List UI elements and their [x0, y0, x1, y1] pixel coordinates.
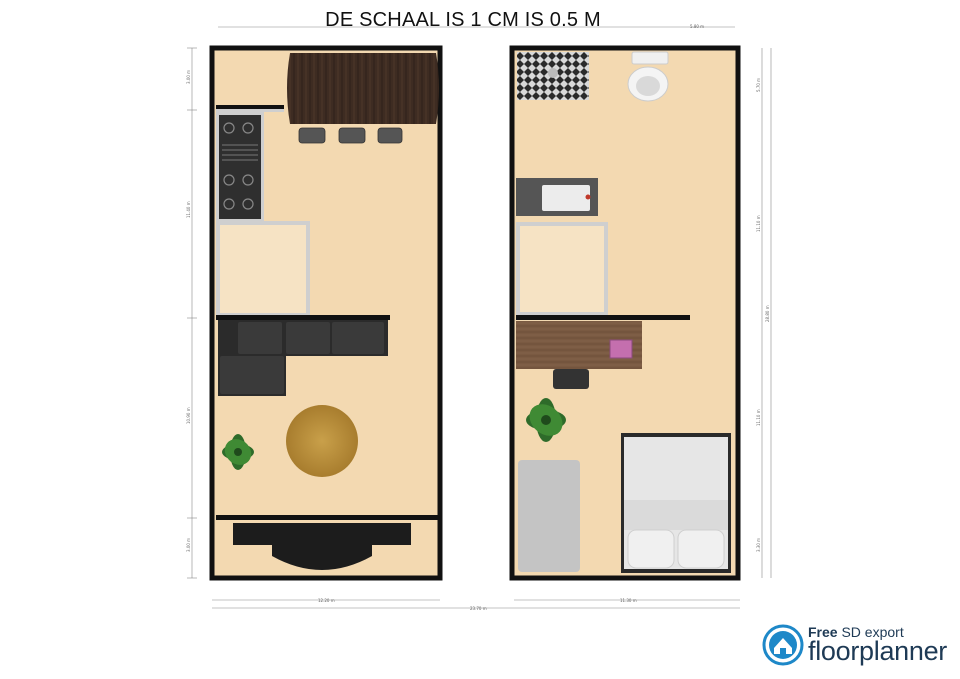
- dim-left-v4: 3.00 m: [186, 538, 191, 552]
- plant-left: [222, 434, 254, 470]
- dim-top-right: 5.80 m: [690, 24, 704, 29]
- logo-export: SD export: [837, 624, 904, 640]
- right-outer-wall: [509, 45, 741, 581]
- left-bottom-wall: [216, 515, 438, 520]
- left-unit: [209, 45, 443, 581]
- left-mid-wall: [216, 315, 390, 320]
- right-unit: [509, 45, 741, 581]
- dim-left-width: 12.20 m: [318, 598, 335, 603]
- toilet: [627, 51, 669, 102]
- burners: [223, 122, 254, 210]
- left-counter-box: [216, 221, 310, 317]
- dim-left-v3: 10.90 m: [186, 407, 191, 424]
- floorplanner-logo-icon: [762, 624, 804, 666]
- logo-free: Free: [808, 624, 838, 640]
- right-storage-box: [516, 222, 608, 316]
- dim-left-v1: 3.00 m: [186, 70, 191, 84]
- bathroom-sink: [542, 185, 590, 211]
- dim-right-v1: 5.70 m: [756, 78, 761, 92]
- logo-wordmark: floorplanner: [808, 636, 947, 666]
- dim-left-v2: 11.40 m: [186, 201, 191, 218]
- page-title: DE SCHAAL IS 1 CM IS 0.5 M: [325, 9, 601, 31]
- plant-right: [526, 398, 566, 442]
- dimension-lines: [187, 26, 772, 609]
- tv-stand: [272, 545, 372, 570]
- dim-right-v3: 11.10 m: [756, 409, 761, 426]
- sofa: [218, 320, 388, 396]
- tv-unit: [233, 523, 411, 545]
- dim-right-v2: 11.10 m: [756, 215, 761, 232]
- bed: [621, 433, 731, 573]
- left-top-partition: [216, 105, 284, 109]
- dim-right-total: 28.80 m: [765, 305, 770, 322]
- desk-item: [609, 339, 633, 359]
- dim-right-width: 11.30 m: [620, 598, 637, 603]
- right-mid-wall: [516, 315, 690, 320]
- floorplanner-logo: Free SD export floorplanner: [762, 622, 952, 668]
- dim-right-v4: 3.30 m: [756, 538, 761, 552]
- round-table: [286, 405, 358, 477]
- wardrobe: [518, 460, 580, 572]
- dim-total-width: 23.70 m: [470, 606, 487, 611]
- left-outer-wall: [209, 45, 443, 581]
- bar-stools: [298, 127, 403, 144]
- dining-table: [287, 53, 439, 124]
- shower-drain: [548, 68, 558, 78]
- desk-chair: [553, 369, 589, 389]
